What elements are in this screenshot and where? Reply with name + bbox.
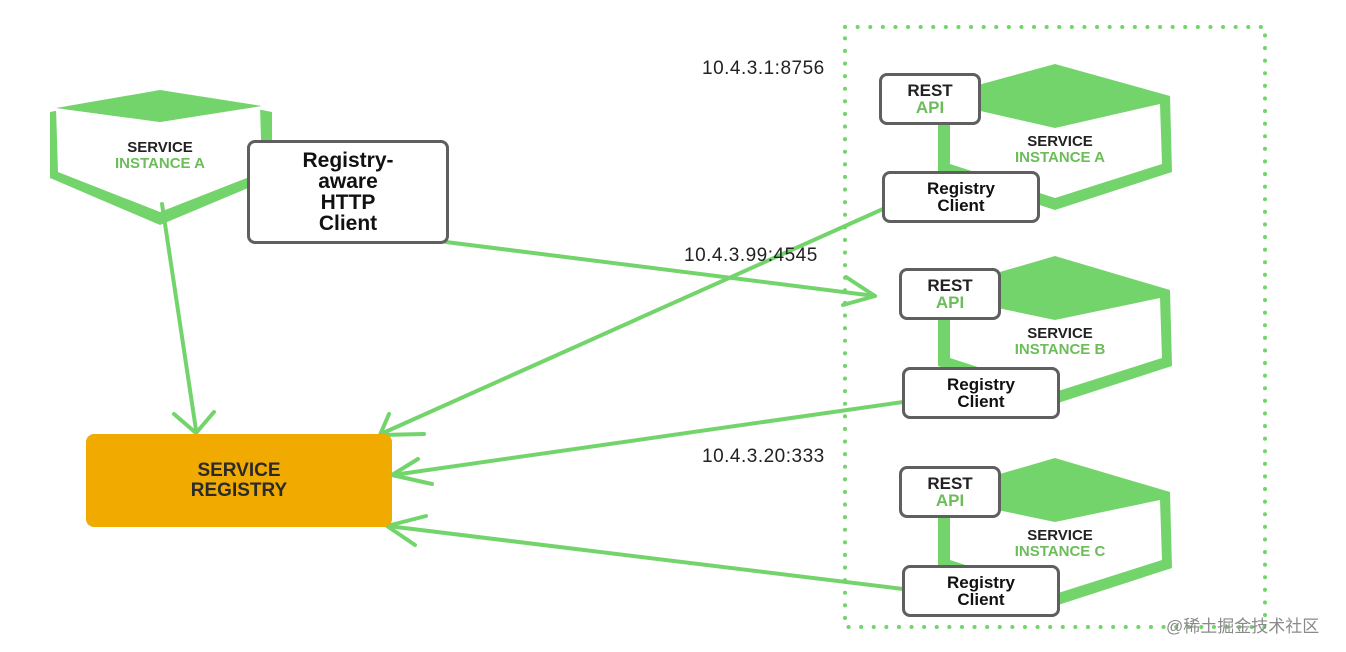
- connection-instance-b-to-registry: [391, 400, 905, 477]
- instance-a-subtitle: INSTANCE A: [1015, 149, 1105, 166]
- client-service-hexagon: [50, 90, 272, 225]
- http-client-line-2: aware: [318, 170, 378, 193]
- instance-c-api-label: API: [935, 491, 965, 510]
- arrowhead-instance-b-to-registry: [390, 457, 434, 486]
- instance-b-registry-client[interactable]: Registry Client: [902, 367, 1060, 419]
- instance-a-rest-api[interactable]: REST API: [879, 73, 981, 125]
- service-registry[interactable]: SERVICE REGISTRY: [86, 434, 392, 527]
- instance-a-client-line-2: Client: [937, 196, 985, 215]
- registry-aware-http-client[interactable]: Registry- aware HTTP Client: [247, 140, 449, 244]
- instance-c-title: SERVICE: [1027, 527, 1093, 544]
- arrowhead-client-to-registry: [172, 410, 216, 435]
- connection-http-client-to-instance-b: [444, 240, 877, 298]
- instance-a-client-line-1: Registry: [926, 179, 996, 198]
- http-client-line-3: HTTP: [320, 191, 376, 214]
- instance-c-rest-label: REST: [927, 474, 973, 493]
- instance-b-client-line-1: Registry: [946, 375, 1016, 394]
- registry-line-1: SERVICE: [197, 459, 281, 481]
- connection-instance-a-to-registry: [381, 207, 885, 435]
- instance-c-client-line-1: Registry: [946, 573, 1016, 592]
- instance-b-subtitle: INSTANCE B: [1014, 341, 1106, 358]
- http-client-line-1: Registry-: [302, 149, 394, 172]
- arrowhead-http-client-to-instance-b: [841, 275, 877, 307]
- instance-b-api-label: API: [935, 293, 965, 312]
- client-service-subtitle: INSTANCE A: [115, 155, 205, 172]
- instance-a-api-label: API: [915, 98, 945, 117]
- instance-b-ip: 10.4.3.99:4545: [684, 245, 818, 266]
- instance-c-subtitle: INSTANCE C: [1014, 543, 1106, 560]
- instance-b-rest-label: REST: [927, 276, 973, 295]
- connection-client-to-registry: [160, 202, 198, 432]
- instance-a-registry-client[interactable]: Registry Client: [882, 171, 1040, 223]
- instance-b-client-line-2: Client: [957, 392, 1005, 411]
- instance-a-title: SERVICE: [1027, 133, 1093, 150]
- watermark: @稀土掘金技术社区: [1166, 617, 1320, 636]
- client-service-title: SERVICE: [127, 139, 193, 156]
- instance-c-rest-api[interactable]: REST API: [899, 466, 1001, 518]
- instance-a-rest-label: REST: [907, 81, 953, 100]
- instance-c-client-line-2: Client: [957, 590, 1005, 609]
- instance-c-registry-client[interactable]: Registry Client: [902, 565, 1060, 617]
- instance-c-ip: 10.4.3.20:333: [702, 446, 825, 467]
- http-client-line-4: Client: [318, 212, 378, 235]
- registry-line-2: REGISTRY: [190, 479, 288, 501]
- connection-instance-c-to-registry: [386, 524, 905, 591]
- instance-b-title: SERVICE: [1027, 325, 1093, 342]
- instance-b-rest-api[interactable]: REST API: [899, 268, 1001, 320]
- instance-a-ip: 10.4.3.1:8756: [702, 58, 825, 79]
- instances-boundary: [843, 25, 1267, 629]
